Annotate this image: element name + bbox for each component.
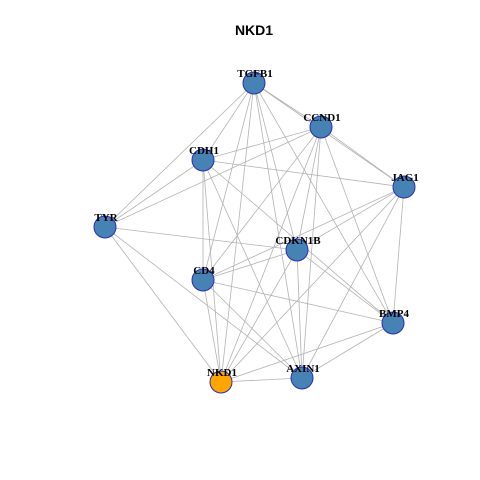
edge-ccnd1-cdh1 [202, 126, 322, 161]
edge-ccnd1-cdkn1b [296, 126, 322, 251]
edge-ccnd1-nkd1 [220, 126, 322, 383]
edge-jag1-axin1 [301, 186, 405, 379]
node-tyr[interactable] [93, 215, 117, 239]
edge-bmp4-nkd1 [220, 322, 394, 383]
edge-tyr-nkd1 [104, 226, 222, 383]
edge-ccnd1-cd4 [202, 126, 322, 281]
node-label-tgfb1: TGFB1 [237, 68, 272, 80]
node-label-ccnd1: CCND1 [303, 112, 340, 124]
edge-cdkn1b-bmp4 [296, 249, 394, 324]
edge-tgfb1-cdkn1b [253, 82, 298, 251]
edge-cdh1-axin1 [202, 159, 303, 379]
edge-cd4-nkd1 [202, 279, 222, 383]
edge-tgfb1-nkd1 [220, 82, 255, 383]
edge-tgfb1-bmp4 [253, 82, 394, 324]
edge-cdh1-jag1 [202, 159, 405, 188]
node-cdh1[interactable] [191, 148, 215, 172]
node-ccnd1[interactable] [309, 115, 333, 139]
edge-jag1-cd4 [202, 186, 405, 281]
graph-title: NKD1 [235, 22, 273, 38]
edge-cdh1-nkd1 [202, 159, 222, 383]
edge-ccnd1-bmp4 [320, 126, 394, 324]
node-label-cdkn1b: CDKN1B [275, 235, 321, 247]
node-cdkn1b[interactable] [285, 238, 309, 262]
node-label-tyr: TYR [94, 212, 118, 224]
edge-tgfb1-tyr [104, 82, 255, 228]
edge-cd4-axin1 [202, 279, 303, 379]
edge-jag1-bmp4 [392, 186, 405, 324]
node-label-cdh1: CDH1 [189, 145, 219, 157]
node-label-axin1: AXIN1 [286, 363, 320, 375]
node-label-bmp4: BMP4 [379, 308, 409, 320]
edge-tyr-axin1 [104, 226, 303, 379]
edge-layer [104, 82, 405, 383]
node-layer [93, 71, 416, 394]
edge-cdkn1b-cd4 [202, 249, 298, 281]
edge-jag1-cdkn1b [296, 186, 405, 251]
edge-jag1-nkd1 [220, 186, 405, 383]
edge-ccnd1-jag1 [320, 126, 405, 188]
edge-tgfb1-axin1 [253, 82, 303, 379]
edge-ccnd1-axin1 [301, 126, 322, 379]
edge-cdh1-tyr [104, 159, 204, 228]
node-bmp4[interactable] [381, 311, 405, 335]
node-axin1[interactable] [290, 366, 314, 390]
node-tgfb1[interactable] [242, 71, 266, 95]
node-label-nkd1: NKD1 [207, 367, 237, 379]
node-label-jag1: JAG1 [391, 172, 419, 184]
node-cd4[interactable] [191, 268, 215, 292]
edge-cd4-bmp4 [202, 279, 394, 324]
node-label-cd4: CD4 [193, 265, 215, 277]
edge-nkd1-axin1 [220, 377, 303, 383]
edge-tgfb1-cdh1 [202, 82, 255, 161]
node-jag1[interactable] [392, 175, 416, 199]
edge-bmp4-axin1 [301, 322, 394, 379]
edge-cdkn1b-nkd1 [220, 249, 298, 383]
node-nkd1[interactable] [209, 370, 233, 394]
edge-tyr-cdkn1b [104, 226, 298, 251]
edge-ccnd1-tyr [104, 126, 322, 228]
edge-cdkn1b-axin1 [296, 249, 303, 379]
